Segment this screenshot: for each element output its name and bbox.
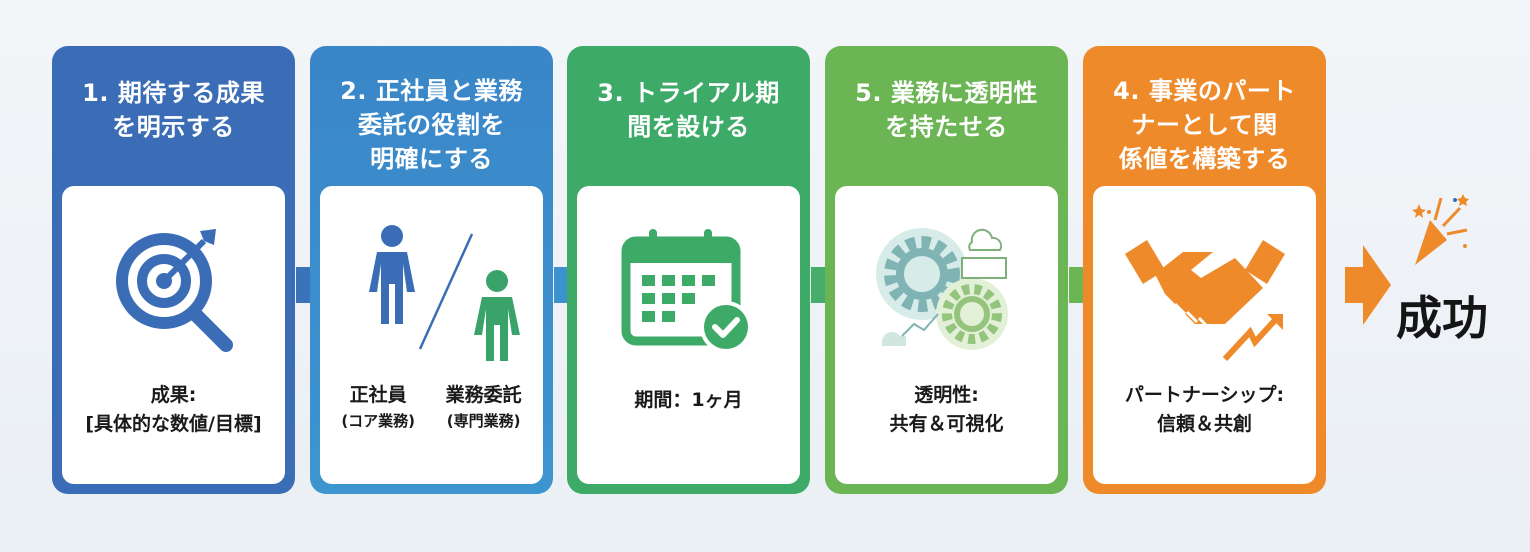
step-1-panel: 1. 期待する成果 を明示する 成果: [具体的な数値/目標] [52, 46, 295, 494]
role-label: 業務委託 [445, 384, 522, 406]
step-card: 透明性: 共有＆可視化 [835, 186, 1058, 484]
role-sub: (専門業務) [446, 412, 521, 430]
caption-value: 共有＆可視化 [889, 413, 1004, 435]
party-popper-icon [1412, 194, 1469, 265]
step-2-panel: 2. 正社員と業務 委託の役割を 明確にする 正社員 (コア業務) 業務委託 (… [310, 46, 553, 494]
step-5-panel: 4. 事業のパート ナーとして関 係値を構築する パートナーシップ: 信頼＆共創 [1083, 46, 1326, 494]
success-label: 成功 [1396, 291, 1488, 345]
caption-label: パートナーシップ: [1124, 384, 1285, 406]
arrow-right-icon [1345, 245, 1391, 325]
step-4-panel: 5. 業務に透明性 を持たせる 透明性: 共有＆可視化 [825, 46, 1068, 494]
caption-label: 透明性: [914, 384, 979, 406]
step-title: 5. 業務に透明性 を持たせる [855, 79, 1038, 141]
caption-value: [具体的な数値/目標] [85, 413, 262, 435]
step-card: 正社員 (コア業務) 業務委託 (専門業務) [320, 186, 543, 484]
step-card: 期間：1ヶ月 [577, 186, 800, 484]
people-icon [320, 214, 543, 364]
step-title: 4. 事業のパート ナーとして関 係値を構築する [1113, 77, 1296, 173]
caption-label: 成果: [150, 384, 197, 406]
role-sub: (コア業務) [341, 412, 416, 430]
gears-cloud-icon [835, 214, 1058, 364]
step-card: パートナーシップ: 信頼＆共創 [1093, 186, 1316, 484]
role-fulltime: 正社員 (コア業務) [341, 381, 415, 432]
role-label: 正社員 [349, 384, 407, 406]
handshake-icon [1093, 214, 1316, 364]
step-title: 1. 期待する成果 を明示する [82, 79, 265, 141]
role-contractor: 業務委託 (専門業務) [446, 381, 522, 432]
step-card: 成果: [具体的な数値/目標] [62, 186, 285, 484]
caption-value: 信頼＆共創 [1156, 413, 1252, 435]
step-title: 2. 正社員と業務 委託の役割を 明確にする [340, 77, 523, 173]
step-3-panel: 3. トライアル期 間を設ける 期間：1ヶ月 [567, 46, 810, 494]
caption-label: 期間：1ヶ月 [634, 389, 743, 411]
calendar-check-icon [577, 214, 800, 364]
step-title: 3. トライアル期 間を設ける [597, 79, 780, 141]
target-magnifier-icon [62, 214, 285, 364]
